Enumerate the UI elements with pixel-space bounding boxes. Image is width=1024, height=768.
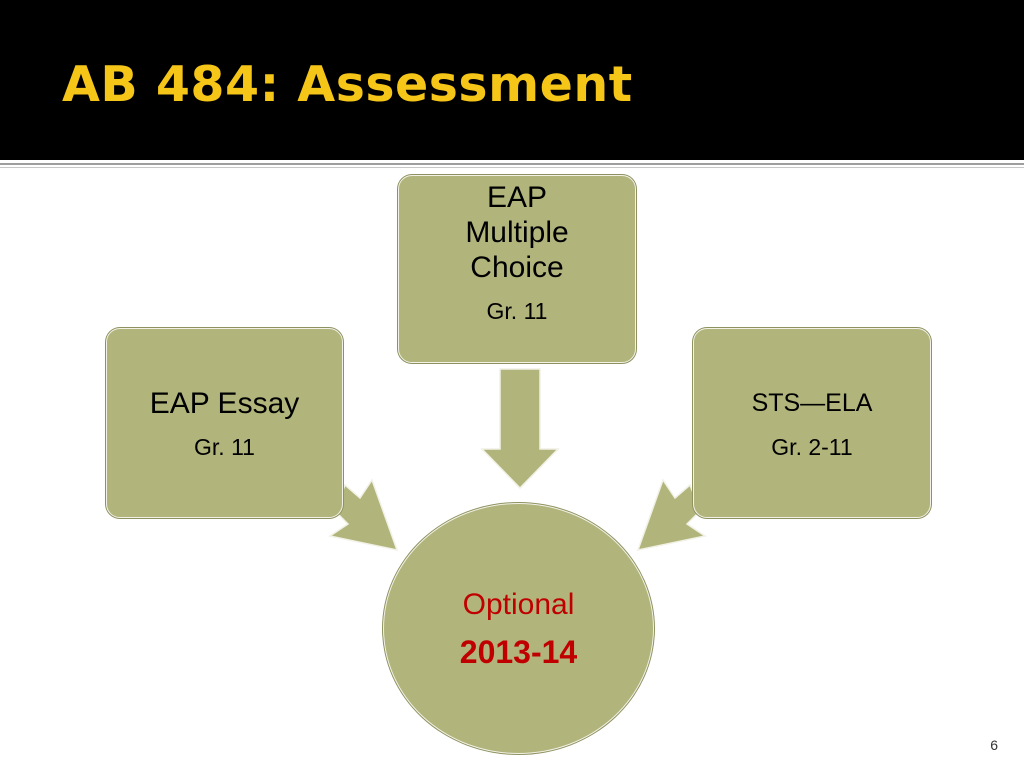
node-sts-ela: STS—ELA Gr. 2-11 [693, 328, 931, 518]
slide-title: AB 484: Assessment [62, 56, 633, 113]
node-grade: Gr. 2-11 [771, 433, 853, 460]
center-year: 2013-14 [459, 633, 578, 670]
arrow-down [480, 368, 560, 490]
center-label: Optional [462, 587, 575, 621]
node-eap-multiple-choice: EAP Multiple Choice Gr. 11 [398, 175, 636, 363]
node-label: STS—ELA [751, 388, 873, 417]
node-eap-essay: EAP Essay Gr. 11 [106, 328, 343, 518]
page-number: 6 [990, 737, 998, 753]
node-label: EAP Essay [149, 386, 300, 420]
node-label-line: Choice [470, 251, 564, 284]
node-optional-center: Optional 2013-14 [383, 503, 654, 754]
node-label-line: EAP [486, 181, 548, 214]
node-label-line: Multiple [465, 216, 569, 249]
title-divider [0, 163, 1024, 165]
title-divider-thin [0, 167, 1024, 168]
node-grade: Gr. 11 [194, 433, 255, 460]
node-grade: Gr. 11 [486, 298, 548, 324]
title-bar: AB 484: Assessment [0, 0, 1024, 160]
